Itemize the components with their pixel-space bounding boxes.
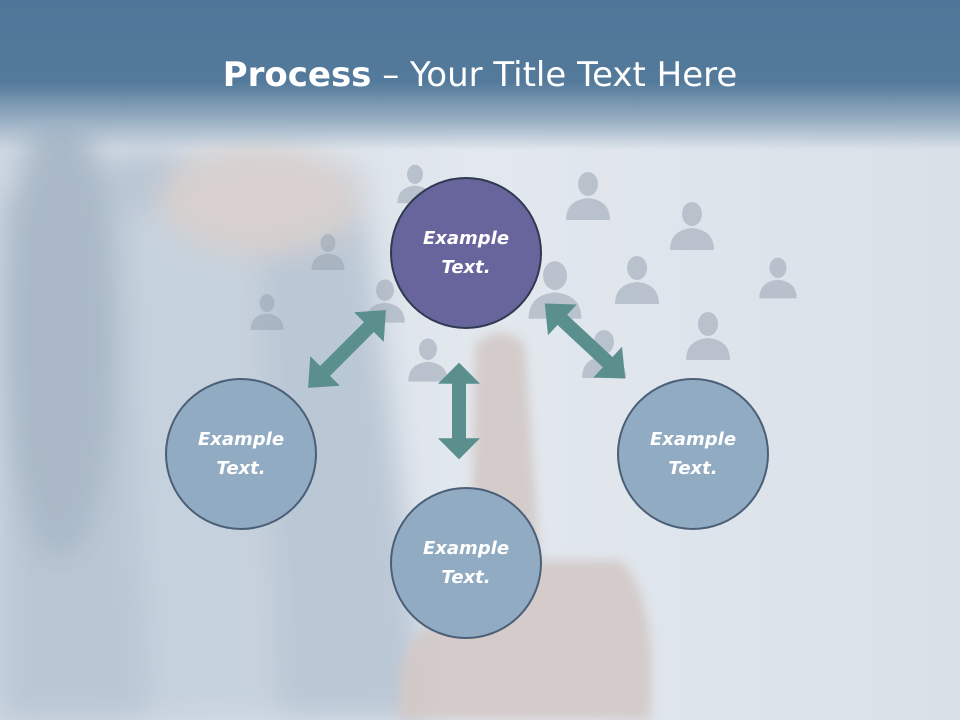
double-headed-arrow-icon: [530, 288, 640, 394]
title-bar: Process – Your Title Text Here: [0, 0, 960, 150]
title-bold: Process: [222, 55, 372, 95]
process-node-label: Example Text.: [422, 228, 510, 278]
double-headed-arrow-icon: [438, 362, 480, 460]
double-headed-arrow-icon: [293, 295, 401, 403]
process-node-label: Example Text.: [649, 429, 737, 479]
slide-title: Process – Your Title Text Here: [0, 52, 960, 98]
process-node-top[interactable]: Example Text.: [390, 177, 542, 329]
process-node-bottom[interactable]: Example Text.: [390, 487, 542, 639]
process-node-label: Example Text.: [422, 538, 510, 588]
title-rest: – Your Title Text Here: [371, 55, 738, 95]
process-node-right[interactable]: Example Text.: [617, 378, 769, 530]
process-node-left[interactable]: Example Text.: [165, 378, 317, 530]
process-node-label: Example Text.: [197, 429, 285, 479]
